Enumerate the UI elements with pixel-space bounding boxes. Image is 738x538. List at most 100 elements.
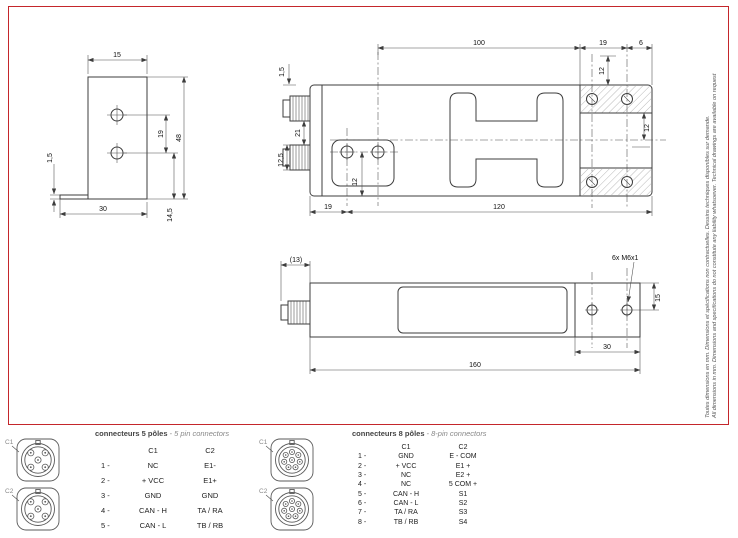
h-cutout <box>449 92 564 188</box>
end-view: 15 1,5 19 48 30 14,5 <box>47 52 188 222</box>
table-row: 3 - NC E2 + <box>352 471 502 480</box>
pin-c2: S3 <box>458 509 468 517</box>
pin-c2: S1 <box>458 490 468 498</box>
dim-side-15: 15 <box>655 294 662 302</box>
col-header-c1: C1 <box>148 446 158 455</box>
pin-number: 4 - <box>358 481 367 489</box>
pin-c2: E1+ <box>203 476 217 485</box>
connector-face-8pin-c1 <box>270 438 314 482</box>
connector-label-c1: C1 <box>5 439 14 446</box>
table-header: C1 C2 <box>352 443 502 452</box>
pin-number: 2 - <box>358 462 367 470</box>
pin-c1: GND <box>398 453 414 461</box>
connector-label-c1: C1 <box>259 439 268 446</box>
table-row: 1 - GND E - COM <box>352 452 502 461</box>
pin-c2: S4 <box>458 518 468 526</box>
pin-number: 3 - <box>358 472 367 480</box>
connector-stub-c1 <box>282 95 311 122</box>
pin-number: 1 - <box>101 461 110 470</box>
table-row: 3 - GND GND <box>95 488 245 503</box>
pin-number: 7 - <box>358 509 367 517</box>
dim-top-1-5: 1,5 <box>279 67 286 77</box>
dim-end-height: 48 <box>176 134 183 142</box>
table-title-en: - 5 pin connectors <box>169 429 230 438</box>
pin-c1: + VCC <box>141 476 165 485</box>
pin-c1: NC <box>400 472 412 480</box>
pin-c2: S2 <box>458 499 468 507</box>
connector-table-8pin: connecteurs 8 pôles- 8-pin connectors C1… <box>352 429 502 527</box>
table-row: 2 - + VCC E1 + <box>352 462 502 471</box>
dim-side-30: 30 <box>603 344 611 351</box>
table-header: C1 C2 <box>95 443 245 458</box>
dim-end-width-top: 15 <box>113 52 121 59</box>
pin-number: 5 - <box>101 521 110 530</box>
table-row: 5 - CAN - H S1 <box>352 489 502 498</box>
pin-c1: CAN - H <box>139 506 167 515</box>
table-title-en: - 8-pin connectors <box>426 429 487 438</box>
connector-faces-8pin: C1 C2 <box>259 438 314 531</box>
top-view: 100 19 6 1,5 12 12 21 12,5 19 12 120 <box>278 40 666 216</box>
dim-top-12-5: 12,5 <box>278 153 285 167</box>
pin-c1: GND <box>144 491 162 500</box>
dim-top-100: 100 <box>473 40 485 47</box>
dim-side-13: (13) <box>290 257 302 264</box>
pin-c2: TA / RA <box>197 506 223 515</box>
pin-c2: TB / RB <box>196 521 224 530</box>
note-line-en: All dimensions in mm. Dimensions and spe… <box>712 73 718 418</box>
connector-faces-5pin: C1 C2 <box>5 438 60 531</box>
dim-end-width: 30 <box>99 206 107 213</box>
pin-c1: CAN - L <box>139 521 167 530</box>
table-row: 2 - + VCC E1+ <box>95 473 245 488</box>
pin-number: 5 - <box>358 490 367 498</box>
connector-label-c2: C2 <box>5 488 14 495</box>
side-view: (13) 6x M6x1 15 30 160 <box>280 255 662 374</box>
pin-c2: E2 + <box>455 472 471 480</box>
pin-c2: E1 + <box>455 462 471 470</box>
col-header-c2: C2 <box>458 444 468 452</box>
pin-number: 4 - <box>101 506 110 515</box>
col-header-c2: C2 <box>205 446 215 455</box>
table-title-5pin: connecteurs 5 pôles- 5 pin connectors <box>95 429 245 438</box>
connector-table-5pin: connecteurs 5 pôles- 5 pin connectors C1… <box>95 429 245 533</box>
table-row: 4 - NC 5 COM + <box>352 480 502 489</box>
pin-c1: TB / RB <box>393 518 419 526</box>
connector-label-c2: C2 <box>259 488 268 495</box>
dim-top-21: 21 <box>295 129 302 137</box>
dim-end-hole-spacing: 19 <box>158 130 165 138</box>
pin-c1: CAN - H <box>392 490 420 498</box>
pin-c1: + VCC <box>395 462 417 470</box>
connector-face-8pin-c2 <box>270 487 314 531</box>
connector-face-5pin-c2 <box>16 487 60 531</box>
pin-number: 6 - <box>358 499 367 507</box>
pin-number: 8 - <box>358 518 367 526</box>
table-row: 5 - CAN - L TB / RB <box>95 518 245 533</box>
dim-top-19-bottom: 19 <box>324 204 332 211</box>
dim-top-19: 19 <box>599 40 607 47</box>
pin-number: 1 - <box>358 453 367 461</box>
table-row: 8 - TB / RB S4 <box>352 517 502 526</box>
pin-c1: CAN - L <box>393 499 419 507</box>
pin-number: 2 - <box>101 476 110 485</box>
pin-number: 3 - <box>101 491 110 500</box>
dim-side-160: 160 <box>469 362 481 369</box>
dim-top-120: 120 <box>493 204 505 211</box>
connector-face-5pin-c1 <box>16 438 60 482</box>
pin-c2: GND <box>201 491 219 500</box>
drawing-frame <box>8 6 729 425</box>
table-row: 4 - CAN - H TA / RA <box>95 503 245 518</box>
pin-c1: NC <box>400 481 412 489</box>
note-line-fr: Toutes dimensions en mm. Dimensions et s… <box>705 115 711 418</box>
dim-top-12-bottom: 12 <box>352 178 359 186</box>
pin-c2: 5 COM + <box>448 481 478 489</box>
drawing-notes: Toutes dimensions en mm. Dimensions et s… <box>705 8 718 418</box>
dim-end-lip: 1,5 <box>47 153 54 163</box>
thread-callout: 6x M6x1 <box>612 255 639 262</box>
table-title-fr: connecteurs 5 pôles <box>95 429 168 438</box>
dim-top-12-upper: 12 <box>599 67 606 75</box>
col-header-c1: C1 <box>401 444 411 452</box>
table-title-fr: connecteurs 8 pôles <box>352 429 425 438</box>
pin-c2: E - COM <box>449 453 477 461</box>
